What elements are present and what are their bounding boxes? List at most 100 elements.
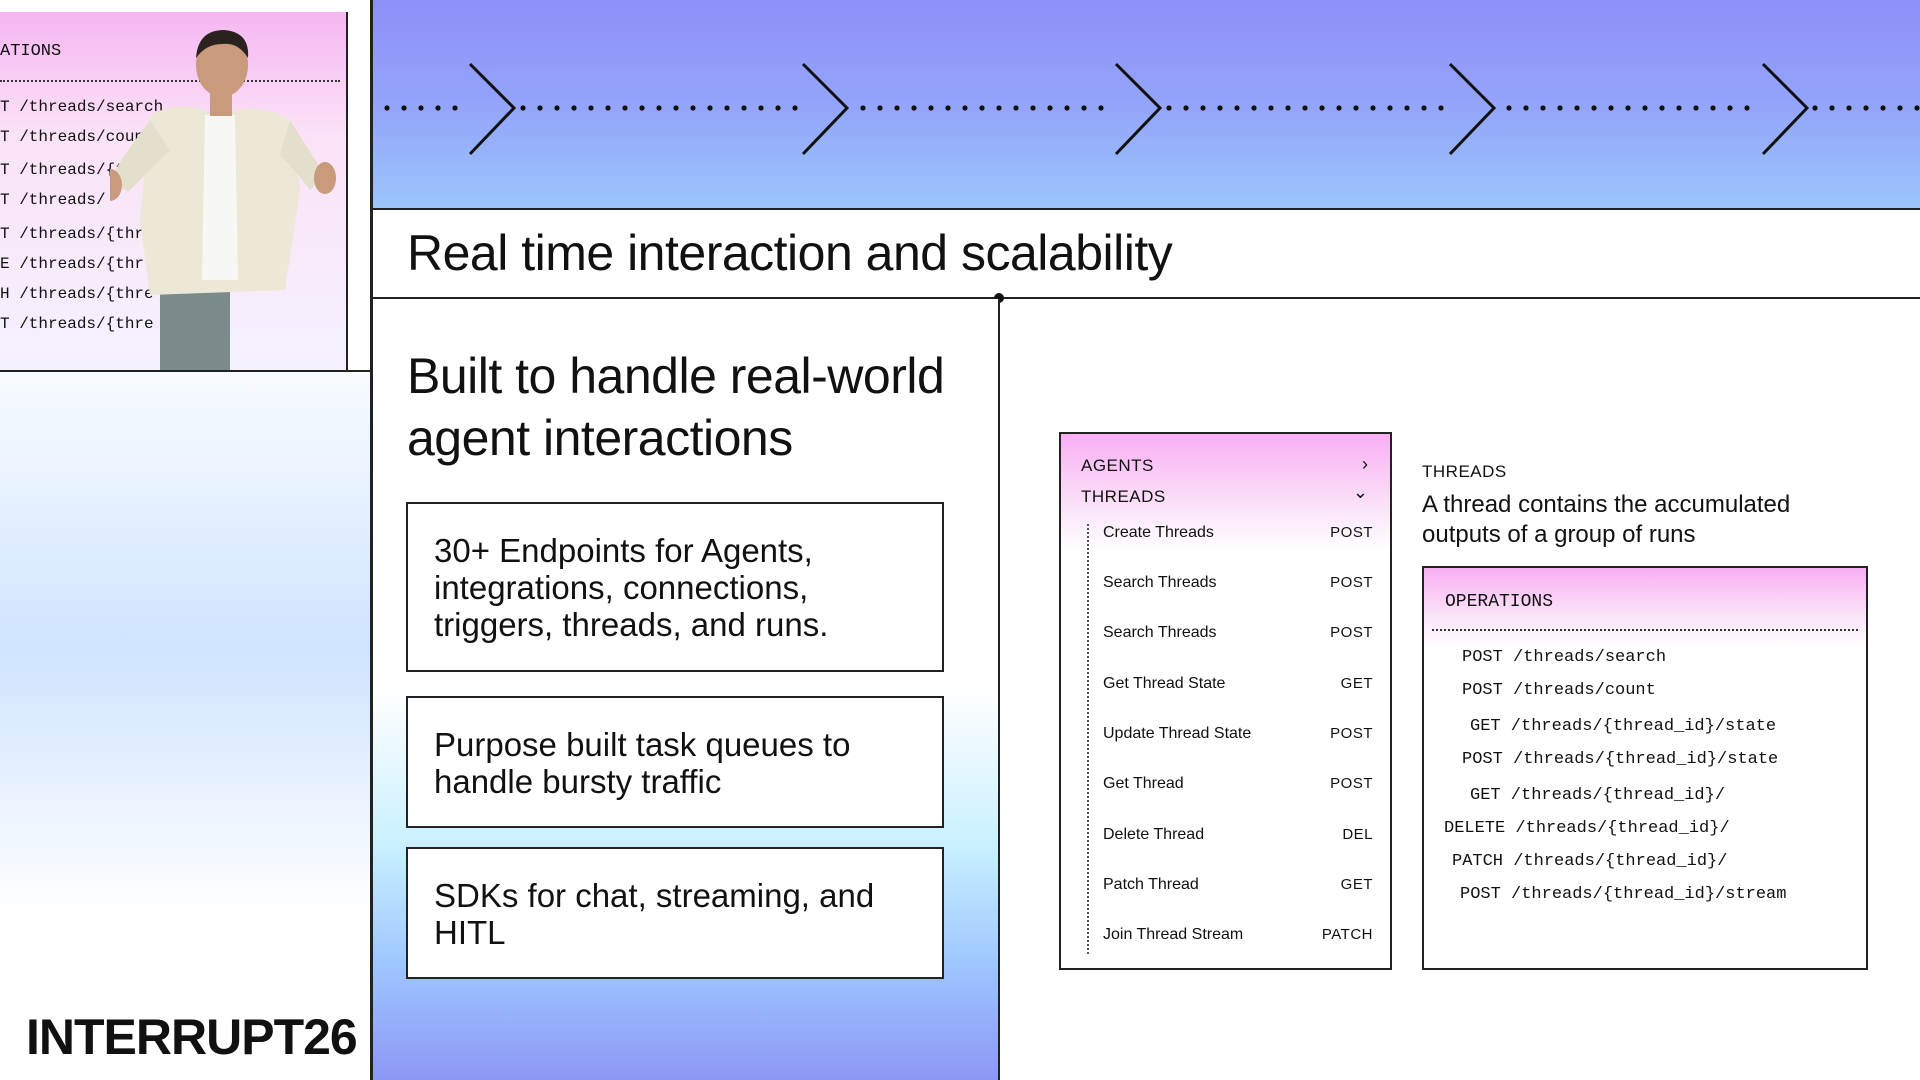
banner-dot (1914, 105, 1920, 111)
nav-item-method: POST (1330, 524, 1373, 541)
feature-box-task-queues: Purpose built task queues to handle burs… (406, 696, 944, 828)
banner-dot (1676, 105, 1682, 111)
threads-description: A thread contains the accumulated output… (1422, 491, 1791, 548)
chevron-right-icon (1114, 62, 1163, 156)
arrow-banner-graphic (384, 62, 1920, 156)
nav-item-label: Join Thread Stream (1103, 926, 1244, 943)
banner-dot (1540, 105, 1546, 111)
event-logo: INTERRUPT26 (26, 1009, 358, 1065)
nav-agents-label[interactable]: AGENTS (1081, 456, 1154, 475)
banner-dot (452, 105, 458, 111)
banner-dot (1166, 105, 1172, 111)
operation-row[interactable]: GET /threads/{thread_id}/state (1470, 717, 1777, 736)
nav-item[interactable]: Get Thread POST (1103, 775, 1373, 793)
nav-item-label: Patch Thread (1103, 876, 1199, 893)
pane-divider (370, 0, 373, 1080)
operations-panel: OPERATIONS POST /threads/search POST /th… (1422, 566, 1868, 970)
banner-dot (1234, 105, 1240, 111)
banner-dot (1319, 105, 1325, 111)
banner-dot (1404, 105, 1410, 111)
banner-dot (1846, 105, 1852, 111)
banner-dot (894, 105, 900, 111)
banner-dot (1421, 105, 1427, 111)
banner-dot (1659, 105, 1665, 111)
banner-dot (996, 105, 1002, 111)
banner-dot (1370, 105, 1376, 111)
banner-dot (1829, 105, 1835, 111)
video-line: T /threads/search (0, 98, 164, 116)
banner-dot (792, 105, 798, 111)
nav-item-label: Search Threads (1103, 574, 1217, 591)
nav-item[interactable]: Join Thread Stream PATCH (1103, 926, 1373, 944)
banner-dot (1812, 105, 1818, 111)
title-divider (373, 297, 1920, 299)
banner-dot (1013, 105, 1019, 111)
banner-dot (1217, 105, 1223, 111)
nav-item-label: Get Thread (1103, 775, 1184, 792)
banner-dot (1591, 105, 1597, 111)
banner-dot (979, 105, 985, 111)
banner-dot (401, 105, 407, 111)
banner-dot (1047, 105, 1053, 111)
banner-dot (1336, 105, 1342, 111)
banner-dot (1387, 105, 1393, 111)
banner-dot (860, 105, 866, 111)
banner-dot (588, 105, 594, 111)
banner-dot (1557, 105, 1563, 111)
banner-dot (673, 105, 679, 111)
video-line: T /threads/count (0, 128, 154, 146)
nav-item-method: POST (1330, 624, 1373, 641)
banner-dot (605, 105, 611, 111)
banner-dot (1744, 105, 1750, 111)
operation-row[interactable]: POST /threads/search (1462, 648, 1667, 667)
nav-item-method: POST (1330, 725, 1373, 742)
operation-row[interactable]: POST /threads/{thread_id}/stream (1460, 885, 1787, 904)
chevron-right-icon[interactable]: › (1362, 454, 1368, 474)
banner-dot (1183, 105, 1189, 111)
chevron-right-icon (1761, 62, 1810, 156)
nav-item-method: PATCH (1321, 926, 1373, 943)
operation-row[interactable]: PATCH /threads/{thread_id}/ (1452, 852, 1728, 871)
slide-title: Real time interaction and scalability (407, 225, 1173, 281)
operations-heading: OPERATIONS (1445, 592, 1554, 612)
chevron-right-icon (468, 62, 517, 156)
nav-item-method: POST (1330, 775, 1373, 792)
banner-dot (435, 105, 441, 111)
banner-dot (1727, 105, 1733, 111)
feature-box-endpoints: 30+ Endpoints for Agents, integrations, … (406, 502, 944, 672)
operation-row[interactable]: DELETE /threads/{thread_id}/ (1444, 819, 1730, 838)
chevron-right-icon (1448, 62, 1497, 156)
threads-section-label: THREADS (1422, 462, 1507, 481)
banner-dot (1693, 105, 1699, 111)
banner-dot (724, 105, 730, 111)
banner-dot (1353, 105, 1359, 111)
operation-row[interactable]: POST /threads/count (1462, 681, 1656, 700)
operation-row[interactable]: GET /threads/{thread_id}/ (1470, 786, 1726, 805)
banner-dot (537, 105, 543, 111)
banner-dot (1863, 105, 1869, 111)
video-line: T /threads/{threa (0, 225, 164, 243)
nav-item-method: POST (1330, 574, 1373, 591)
nav-item[interactable]: Search Threads POST (1103, 574, 1373, 592)
slide-subtitle: Built to handle real-world agent interac… (407, 348, 945, 466)
nav-tree-rail (1087, 524, 1089, 954)
banner-dot (418, 105, 424, 111)
banner-dot (775, 105, 781, 111)
banner-dot (1081, 105, 1087, 111)
banner-dot (1098, 105, 1104, 111)
nav-item-label: Get Thread State (1103, 675, 1226, 692)
nav-item-label: Delete Thread (1103, 826, 1205, 843)
operation-row[interactable]: POST /threads/{thread_id}/state (1462, 750, 1779, 769)
chevron-down-icon[interactable]: ⌄ (1352, 482, 1368, 502)
banner-dot (911, 105, 917, 111)
arrow-banner (373, 0, 1920, 210)
divider-junction-dot (994, 293, 1004, 303)
nav-threads-label[interactable]: THREADS (1081, 487, 1166, 506)
video-dotted-divider (0, 80, 340, 82)
